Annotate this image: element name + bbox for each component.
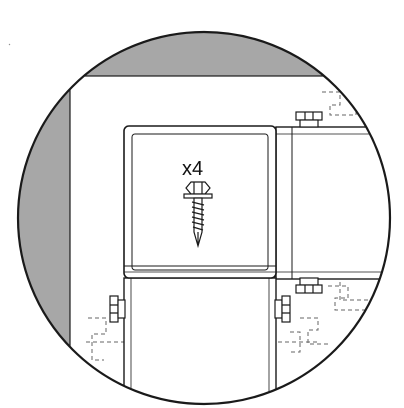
stray-mark xyxy=(8,43,11,46)
vertical-post xyxy=(123,277,277,404)
right-bracket xyxy=(275,126,390,280)
hex-bolt-icon xyxy=(109,295,126,323)
quantity-label: x4 xyxy=(182,158,203,180)
hex-bolt-icon xyxy=(295,111,323,128)
hex-bolt-icon xyxy=(274,295,291,323)
hex-bolt-icon xyxy=(295,277,323,294)
detail-circle-outline xyxy=(16,30,392,406)
self-drilling-hex-screw-icon xyxy=(183,181,213,249)
